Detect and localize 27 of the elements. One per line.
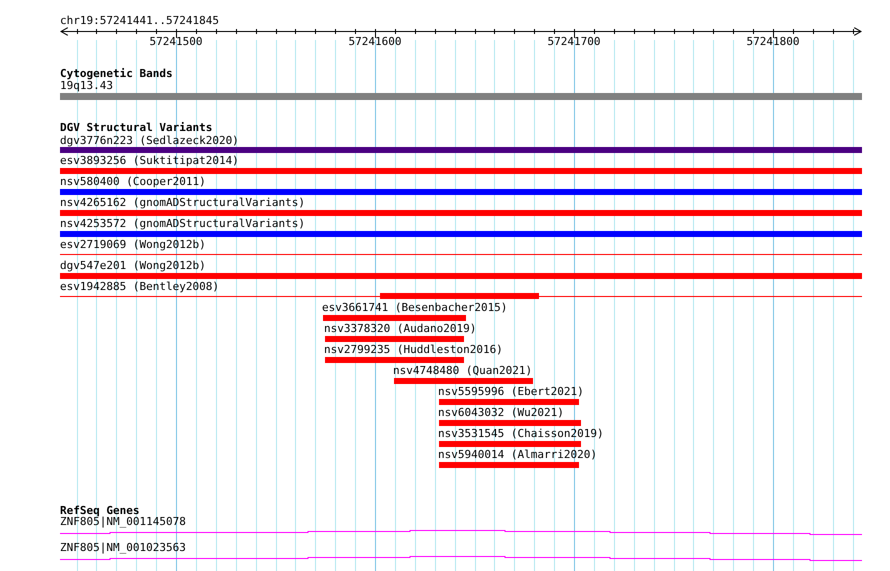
gene-label: ZNF805|NM_001145078: [60, 516, 186, 528]
variant-label: nsv3378320 (Audano2019): [324, 323, 476, 335]
track-title: Cytogenetic Bands: [60, 68, 173, 80]
variant-label: nsv580400 (Cooper2011): [60, 176, 206, 188]
variant-label: nsv4265162 (gnomADStructuralVariants): [60, 197, 306, 209]
band-label: 19q13.43: [60, 80, 113, 92]
track-title: DGV Structural Variants: [60, 122, 212, 134]
variant-label: esv3893256 (Suktitipat2014): [60, 155, 239, 167]
variant-label: nsv6043032 (Wu2021): [438, 407, 564, 419]
tick-label: 57241800: [746, 36, 800, 48]
track-title: RefSeq Genes: [60, 505, 140, 517]
variant-label: nsv3531545 (Chaisson2019): [438, 428, 604, 440]
variant-label: nsv5940014 (Almarri2020): [438, 449, 597, 461]
tick-label: 57241600: [348, 36, 402, 48]
variant-label: esv1942885 (Bentley2008): [60, 281, 219, 293]
variant-label: nsv2799235 (Huddleston2016): [324, 344, 503, 356]
variant-label: nsv4748480 (Quan2021): [393, 365, 532, 377]
gene-label: ZNF805|NM_001023563: [60, 542, 186, 554]
tick-label: 57241700: [548, 36, 600, 48]
variant-label: esv3661741 (Besenbacher2015): [322, 302, 508, 314]
tick-label: 57241500: [150, 36, 202, 48]
variant-label: esv2719069 (Wong2012b): [60, 239, 206, 251]
variant-label: dgv547e201 (Wong2012b): [60, 260, 206, 272]
variant-label: dgv3776n223 (Sedlazeck2020): [60, 135, 239, 147]
coordinate-range: chr19:57241441..57241845: [60, 15, 219, 27]
variant-label: nsv5595996 (Ebert2021): [438, 386, 584, 398]
variant-label: nsv4253572 (gnomADStructuralVariants): [60, 218, 306, 230]
